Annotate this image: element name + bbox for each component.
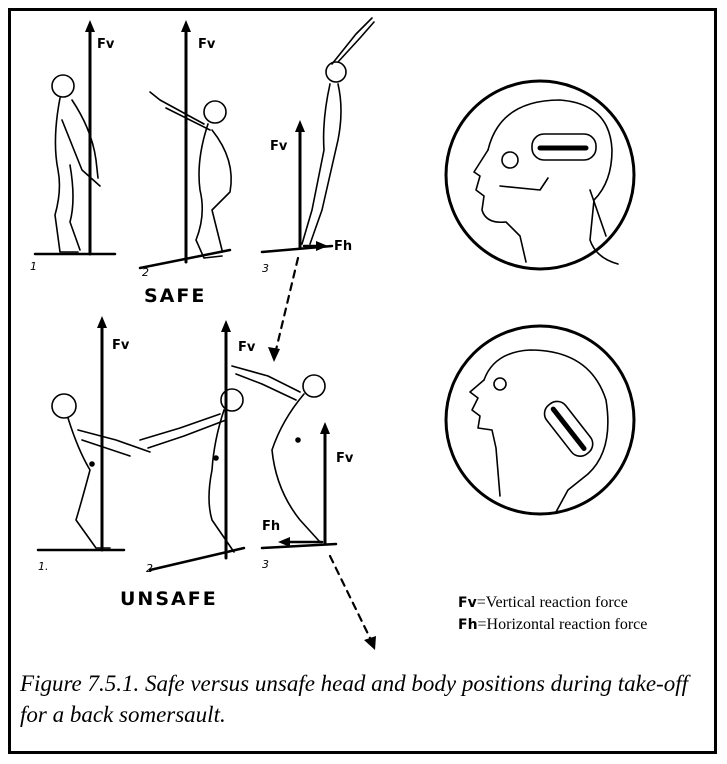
figure-caption: Figure 7.5.1. Safe versus unsafe head an… bbox=[20, 668, 710, 730]
legend-abbr-fv: Fv bbox=[458, 595, 477, 611]
unsafe-fh-label-3: Fh bbox=[262, 519, 280, 534]
safe-trajectory-arrow bbox=[276, 258, 298, 350]
safe-fv-label-3: Fv bbox=[270, 139, 288, 154]
unsafe-figure-1 bbox=[38, 316, 150, 550]
safe-fv-label-1: Fv bbox=[97, 37, 115, 52]
safe-head-detail bbox=[446, 81, 634, 269]
safe-figure-3 bbox=[262, 18, 374, 252]
safe-figure-1 bbox=[35, 20, 115, 254]
safe-fv-label-2: Fv bbox=[198, 37, 216, 52]
unsafe-figure-3 bbox=[232, 366, 336, 548]
safe-fh-label-3: Fh bbox=[334, 239, 352, 254]
safe-step-1: 1 bbox=[30, 260, 37, 273]
unsafe-title: UNSAFE bbox=[120, 588, 218, 610]
unsafe-trajectory-arrow bbox=[330, 556, 370, 638]
legend-text-fv: =Vertical reaction force bbox=[477, 594, 628, 611]
unsafe-step-2: 2 bbox=[146, 562, 153, 575]
unsafe-step-3: 3 bbox=[262, 558, 269, 571]
unsafe-fv-label-3: Fv bbox=[336, 451, 354, 466]
safe-title: SAFE bbox=[144, 285, 206, 307]
unsafe-fv-label-2: Fv bbox=[238, 340, 256, 355]
safe-step-3: 3 bbox=[262, 262, 269, 275]
safe-figure-2 bbox=[140, 20, 231, 268]
legend: Fv=Vertical reaction force Fh=Horizontal… bbox=[458, 592, 647, 636]
safe-step-2: 2 bbox=[142, 266, 149, 279]
unsafe-step-1: 1. bbox=[38, 560, 49, 573]
legend-item-fv: Fv=Vertical reaction force bbox=[458, 592, 647, 614]
legend-abbr-fh: Fh bbox=[458, 617, 478, 633]
unsafe-figure-2 bbox=[140, 320, 244, 570]
legend-text-fh: =Horizontal reaction force bbox=[478, 616, 648, 633]
safe-row: Fv 1 Fv 2 Fv Fh 3 bbox=[30, 18, 374, 362]
unsafe-head-detail bbox=[446, 326, 634, 514]
legend-item-fh: Fh=Horizontal reaction force bbox=[458, 614, 647, 636]
unsafe-row: Fv 1. Fv 2 Fv Fh 3 bbox=[38, 316, 376, 650]
unsafe-fv-label-1: Fv bbox=[112, 338, 130, 353]
